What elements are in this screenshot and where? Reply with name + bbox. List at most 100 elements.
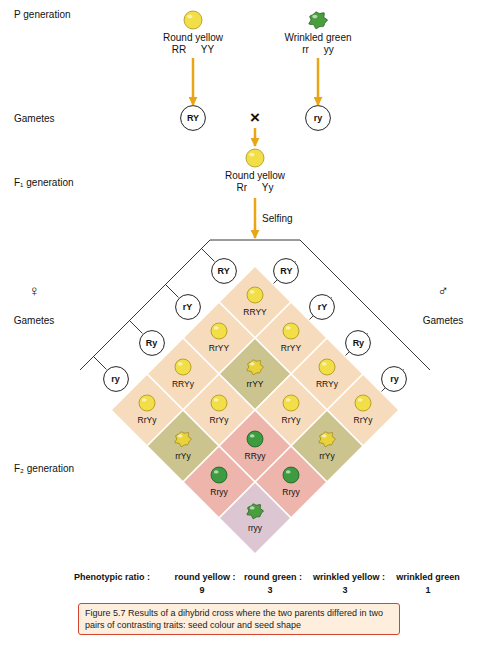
inheritance-arrow [192,58,195,105]
bracket-branch [202,249,215,262]
round-pea [184,11,202,29]
gamete-ring [103,366,128,391]
gamete-genotype: Ry [139,330,165,356]
pea-highlight [250,362,255,365]
gamete-genotype: ry [305,105,331,131]
gametes-label: Gametes [14,112,55,125]
phenotype-label: Round yellow [148,32,238,44]
pea-highlight [286,470,291,473]
seed-node: Wrinkled greenrr yy [273,8,363,58]
phenotype-name: round green : [244,571,302,583]
selfing-arrow [254,198,257,238]
pea-highlight [322,362,327,365]
selfing-label: Selfing [262,212,293,225]
seed-drawing [210,146,300,170]
round-pea [211,323,227,339]
seed-label-block: Wrinkled greenrr yy [273,32,363,56]
gamete-genotype: RY [273,258,299,284]
bracket-branch [94,357,107,370]
gamete-genotype: ry [103,366,129,392]
pea-highlight [187,15,192,19]
pea-highlight [286,398,291,401]
gamete-genotype: ry [381,366,407,392]
genotype-label: Rr Yy [210,182,300,194]
gamete-genotype: rY [175,294,201,320]
generation-label: F₂ generation [14,462,74,475]
ratio-heading: Phenotypic ratio : [74,571,150,583]
round-pea [283,467,299,483]
wrinkled-pea [175,432,192,447]
gametes-label: Gametes [14,314,55,327]
seed-label-block: Round yellowRR YY [148,32,238,56]
seed-node: Round yellowRR YY [148,8,238,58]
pea-highlight [250,434,255,437]
genotype-label: RR YY [148,44,238,56]
gamete-ring [382,366,407,391]
ratio-number: 9 [199,584,204,596]
phenotype-name: wrinkled yellow : [313,571,385,583]
genotype-label: rryy [219,523,291,533]
gamete-ring [346,330,371,355]
pea-highlight [214,470,219,473]
ratio-number: 3 [342,584,347,596]
gamete-circle: Ry [139,330,165,356]
round-pea [246,149,264,167]
pea-highlight [250,506,255,509]
gamete-circle: Ry [345,330,371,356]
round-pea [139,395,155,411]
gametes-label: Gametes [423,314,464,327]
wrinkled-pea [309,12,328,29]
bracket-branch [130,321,143,334]
gamete-ring [139,330,164,355]
round-pea [247,287,263,303]
cross-symbol: × [250,108,260,128]
round-pea [319,359,335,375]
gamete-ring [181,106,206,131]
gamete-circle: ry [103,366,129,392]
round-pea [355,395,371,411]
pea-highlight [214,398,219,401]
gamete-circle: rY [175,294,201,320]
generation-label: F₁ generation [14,176,74,189]
gamete-ring [175,294,200,319]
phenotype-label: Wrinkled green [273,32,363,44]
round-pea [211,467,227,483]
pea-highlight [312,15,317,19]
genotype-label: rr yy [273,44,363,56]
round-pea [283,395,299,411]
female-symbol: ♀ [28,282,39,300]
cell-diamond [219,482,291,554]
gamete-ring [274,258,299,283]
gamete-ring [211,258,236,283]
gamete-circle: rY [309,294,335,320]
gamete-genotype: Ry [345,330,371,356]
seed-label-block: Round yellowRr Yy [210,170,300,194]
ratio-number: 1 [425,584,430,596]
phenotype-label: Round yellow [210,170,300,182]
gamete-circle: RY [273,258,299,284]
gamete-circle: ry [381,366,407,392]
male-symbol: ♂ [437,282,448,300]
punnett-cell: rryy [219,482,291,554]
cell-outline [219,482,291,554]
figure-caption: Figure 5.7 Results of a dihybrid cross w… [78,603,400,635]
pea-highlight [322,434,327,437]
wrinkled-pea [247,360,264,375]
gamete-circle: RY [180,105,206,131]
ratio-number: 3 [267,584,272,596]
wrinkled-pea [247,504,264,519]
pea-highlight [178,434,183,437]
phenotype-name: wrinkled green [396,571,460,583]
round-pea [247,431,263,447]
gamete-circle: RY [211,258,237,284]
gamete-circle: ry [305,105,331,131]
gamete-ring [306,106,331,131]
generation-label: P generation [14,8,71,21]
seed-drawing [148,8,238,32]
pea-highlight [250,290,255,293]
bracket-branch [166,285,179,298]
pea-highlight [286,326,291,329]
gamete-genotype: rY [309,294,335,320]
